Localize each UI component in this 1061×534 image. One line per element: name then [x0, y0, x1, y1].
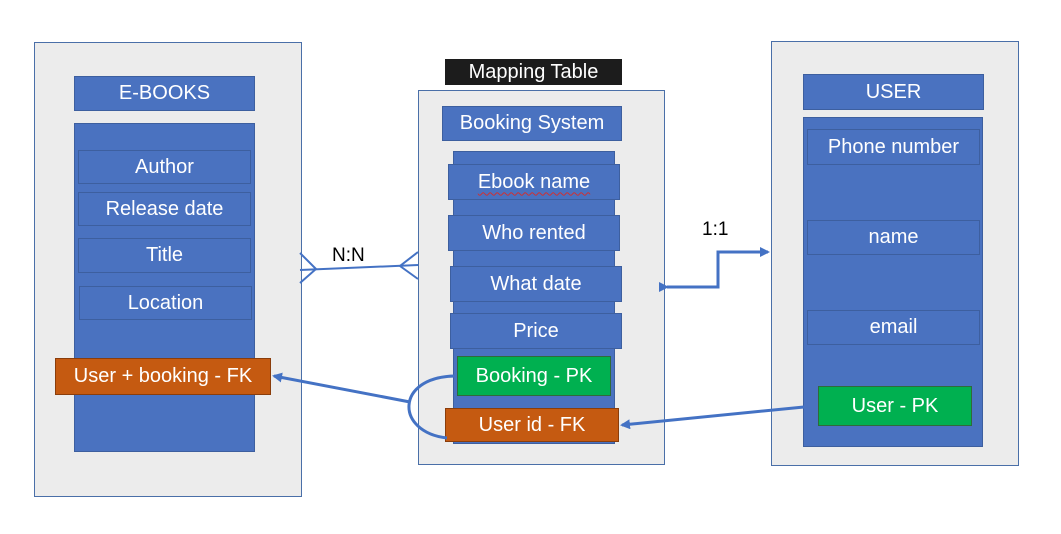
mapping-field-who-rented: Who rented: [448, 215, 620, 251]
ebooks-fk-field: User + booking - FK: [55, 358, 271, 395]
mapping-pk-field: Booking - PK: [457, 356, 611, 396]
mapping-fk-field: User id - FK: [445, 408, 619, 442]
user-pk-to-mapping-fk-arrow: [620, 405, 805, 430]
user-field-phone-number: Phone number: [807, 129, 980, 165]
one-to-one-relation-line: [659, 247, 770, 292]
one-to-one-relation-label: 1:1: [702, 219, 729, 240]
ebooks-field-author: Author: [78, 150, 251, 184]
mapping-title: Booking System: [442, 106, 622, 141]
user-field-email: email: [807, 310, 980, 345]
user-title: USER: [803, 74, 984, 110]
mapping-field-ebook-name-label: Ebook name: [477, 170, 591, 193]
nn-relation-line: [299, 251, 419, 284]
ebooks-field-release-date: Release date: [78, 192, 251, 226]
ebooks-field-location: Location: [79, 286, 252, 320]
mapping-field-what-date: What date: [450, 266, 622, 302]
mapping-field-price: Price: [450, 313, 622, 349]
mapping-to-ebooks-fk-arrow: [272, 372, 456, 440]
mapping-field-ebook-name: Ebook name: [448, 164, 620, 200]
user-field-name: name: [807, 220, 980, 255]
nn-relation-label: N:N: [332, 245, 365, 266]
ebooks-title: E-BOOKS: [74, 76, 255, 111]
ebooks-field-title: Title: [78, 238, 251, 273]
user-pk-field: User - PK: [818, 386, 972, 426]
mapping-table-caption: Mapping Table: [445, 59, 622, 85]
